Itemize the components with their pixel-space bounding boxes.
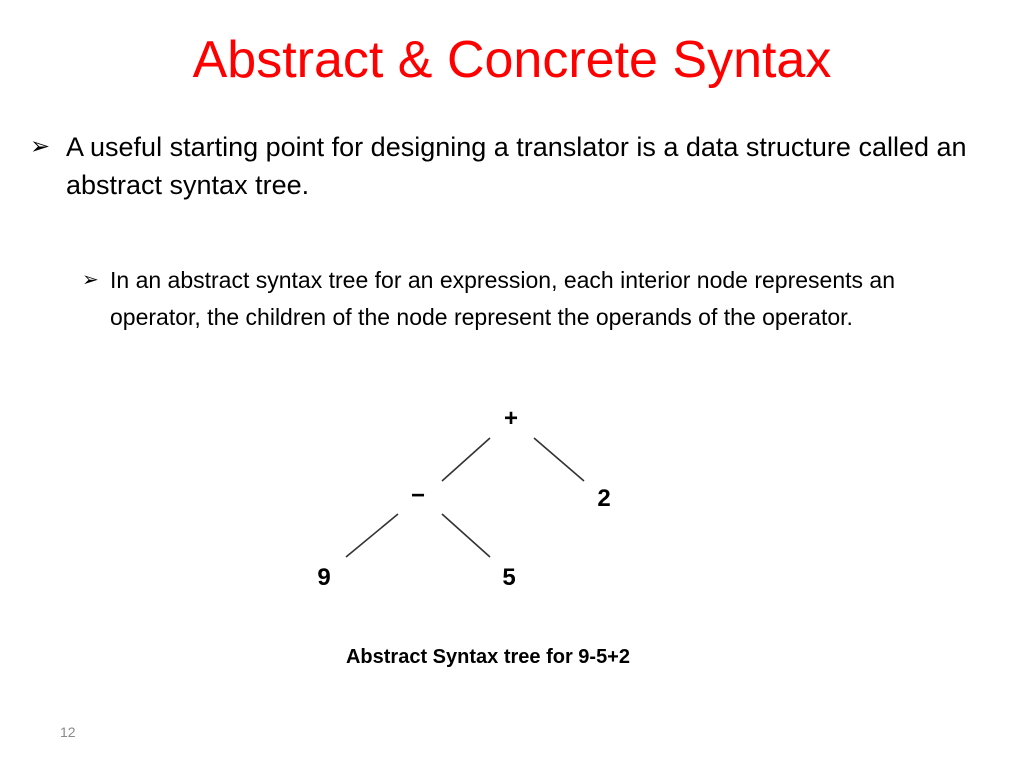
- syntax-tree-diagram: + − 2 9 5: [290, 395, 650, 605]
- edge-plus-2: [533, 437, 585, 482]
- tree-node-5: 5: [502, 564, 515, 591]
- bullet-level-1: ➢ A useful starting point for designing …: [30, 128, 1000, 204]
- diagram-caption: Abstract Syntax tree for 9-5+2: [345, 646, 630, 668]
- tree-node-2: 2: [597, 485, 610, 512]
- slide-number: 12: [60, 724, 76, 740]
- bullet-level-2: ➢ In an abstract syntax tree for an expr…: [82, 262, 922, 336]
- tree-node-minus: −: [411, 482, 425, 509]
- edge-plus-minus: [441, 437, 491, 482]
- edge-minus-9: [345, 513, 399, 558]
- edge-minus-5: [441, 513, 491, 558]
- arrow-bullet-icon: ➢: [30, 133, 51, 160]
- arrow-bullet-icon: ➢: [82, 269, 99, 291]
- syntax-tree-svg: + − 2 9 5: [317, 405, 610, 591]
- bullet-text: A useful starting point for designing a …: [66, 132, 967, 200]
- tree-node-plus: +: [504, 405, 518, 432]
- bullet-text: In an abstract syntax tree for an expres…: [110, 267, 895, 330]
- slide-title: Abstract & Concrete Syntax: [192, 31, 832, 89]
- tree-node-9: 9: [317, 564, 330, 591]
